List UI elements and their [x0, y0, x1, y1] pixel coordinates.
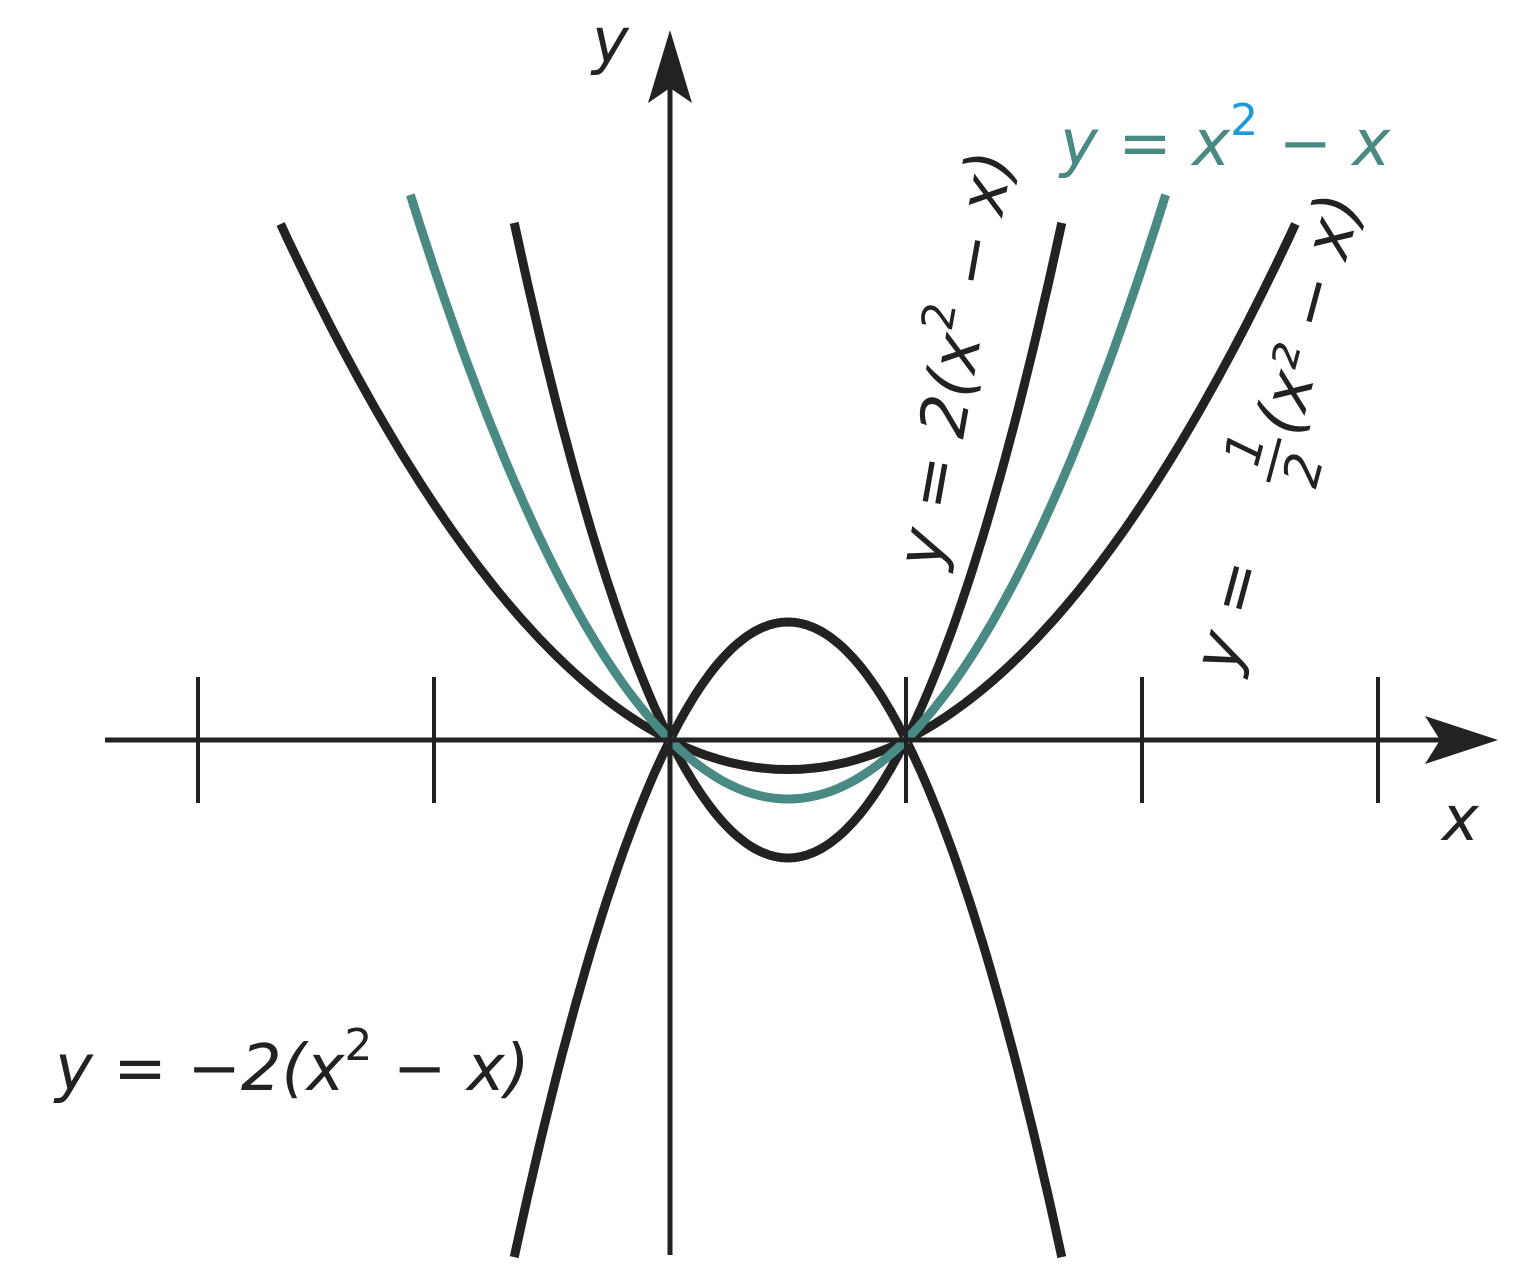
fraction-numerator: 1 — [1213, 426, 1277, 472]
axes-group — [105, 30, 1498, 1255]
series-label-double: y = 2(x2 − x) — [871, 143, 1029, 574]
y-axis-label: y — [590, 4, 630, 77]
x-ticks-group — [196, 677, 1380, 803]
y-axis-arrowhead — [648, 30, 692, 103]
x-axis-arrowhead — [1425, 716, 1498, 764]
svg-text:(x² − x): (x² − x) — [1242, 186, 1377, 442]
series-curve-3 — [509, 617, 1067, 1259]
series-label-base: y = x2 − x — [1058, 95, 1391, 181]
x-axis-label: x — [1440, 782, 1480, 855]
fraction-denominator: 2 — [1271, 447, 1335, 493]
curves-group — [276, 193, 1300, 1259]
series-curve-1 — [509, 221, 1067, 863]
svg-text:y =: y = — [1178, 552, 1279, 681]
series-label-negative: y = −2(x2 − x) — [53, 1020, 530, 1106]
fraction-bar — [1266, 438, 1282, 483]
series-curve-2 — [276, 222, 1300, 775]
series-curve-0 — [406, 193, 1170, 804]
